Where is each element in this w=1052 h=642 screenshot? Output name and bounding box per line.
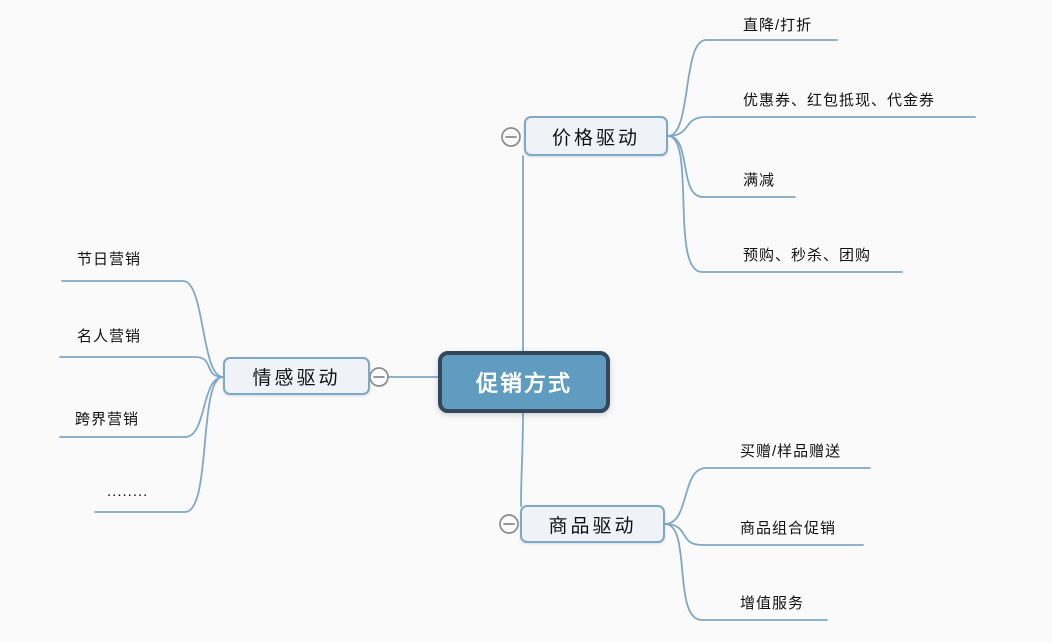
connector-product-leaf-2 — [664, 523, 828, 621]
connector-emotion-leaf-1 — [59, 356, 224, 378]
connector-price-leaf-1 — [667, 116, 976, 137]
leaf-price-2[interactable]: 满减 — [743, 172, 776, 189]
leaf-product-1[interactable]: 商品组合促销 — [740, 520, 837, 537]
connector-emotion-leaf-2 — [59, 376, 224, 438]
leaf-price-3[interactable]: 预购、秒杀、团购 — [743, 247, 872, 264]
connector-price-leaf-3 — [667, 135, 903, 273]
leaf-product-0[interactable]: 买赠/样品赠送 — [740, 443, 842, 460]
leaf-emotion-0[interactable]: 节日营销 — [77, 251, 142, 268]
connector-emotion-leaf-0 — [61, 280, 224, 378]
connector-product-leaf-0 — [664, 467, 871, 525]
leaf-emotion-2[interactable]: 跨界营销 — [75, 411, 140, 428]
leaf-price-1[interactable]: 优惠券、红包抵现、代金券 — [743, 92, 936, 109]
connector-product-leaf-1 — [664, 523, 864, 546]
leaf-emotion-1[interactable]: 名人营销 — [77, 328, 142, 345]
branch-topic-product[interactable]: 商品驱动 — [520, 505, 665, 543]
branch-topic-price[interactable]: 价格驱动 — [524, 116, 668, 156]
connector-emotion-leaf-3 — [94, 376, 224, 513]
connector-root-product — [520, 412, 524, 507]
branch-topic-emotion[interactable]: 情感驱动 — [223, 357, 370, 395]
collapse-icon-price[interactable] — [501, 127, 521, 147]
leaf-price-0[interactable]: 直降/打折 — [743, 17, 813, 34]
root-topic[interactable]: 促销方式 — [438, 351, 610, 413]
collapse-icon-product[interactable] — [499, 514, 519, 534]
collapse-icon-emotion[interactable] — [369, 367, 389, 387]
leaf-emotion-3[interactable]: ........ — [107, 483, 149, 500]
connector-price-leaf-2 — [667, 135, 796, 198]
connector-price-leaf-0 — [667, 39, 838, 137]
leaf-product-2[interactable]: 增值服务 — [740, 595, 805, 612]
